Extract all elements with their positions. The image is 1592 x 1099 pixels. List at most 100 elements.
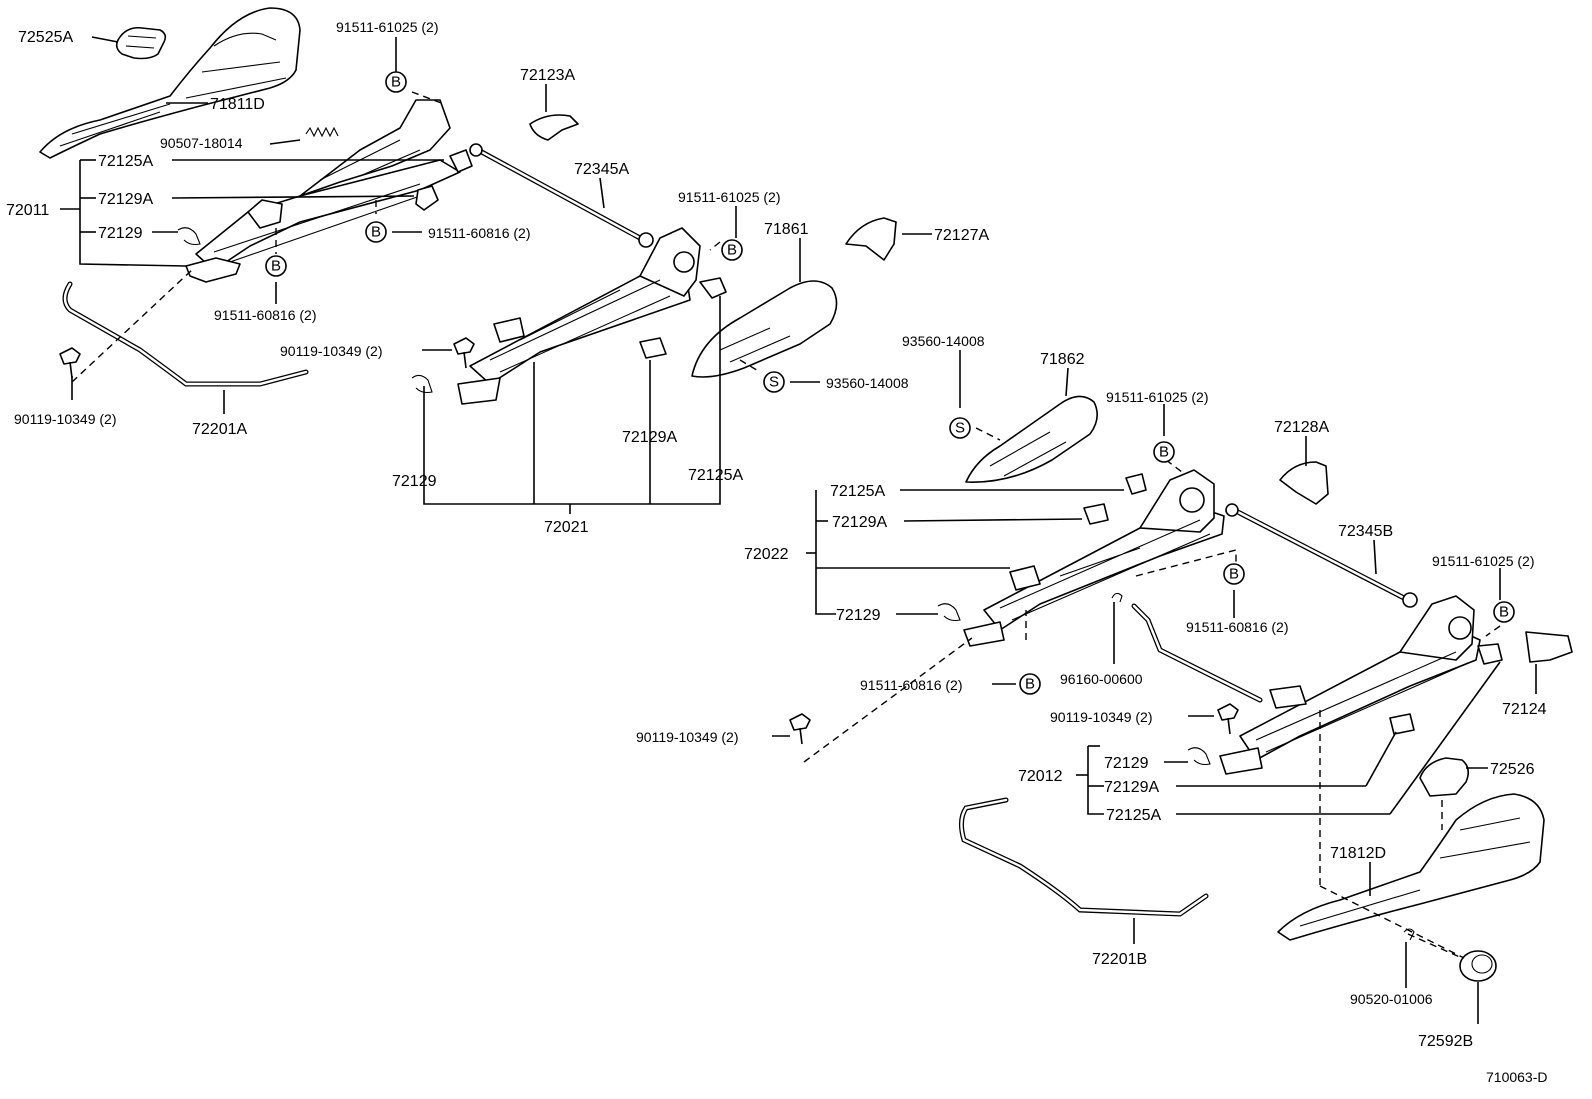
svg-text:B: B — [1499, 604, 1509, 621]
part-72201A-wire-drawing — [62, 281, 309, 387]
label-72123A: 72123A — [520, 67, 575, 84]
part-71811D-cover-drawing — [39, 7, 301, 159]
label-90507-18014: 90507-18014 — [160, 135, 243, 151]
label-72526: 72526 — [1490, 761, 1535, 778]
label-72021: 72021 — [544, 519, 589, 536]
svg-text:S: S — [955, 420, 965, 437]
part-72123A-cover-drawing — [529, 114, 579, 141]
label-96160-00600: 96160-00600 — [1060, 671, 1143, 687]
svg-text:B: B — [727, 242, 737, 259]
label-91511-60816-a: 91511-60816 (2) — [428, 225, 530, 241]
label-72129A-b: 72129A — [622, 429, 677, 446]
label-72124: 72124 — [1502, 701, 1547, 718]
part-72129-clip-left-drawing — [177, 227, 201, 246]
label-91511-61025-c: 91511-61025 (2) — [1106, 389, 1208, 405]
label-71811D: 71811D — [210, 96, 265, 113]
label-90520-01006: 90520-01006 — [1350, 991, 1433, 1007]
svg-text:B: B — [271, 258, 281, 275]
part-71862-cover-drawing — [965, 395, 1098, 483]
part-72526-knob-drawing — [1419, 757, 1470, 797]
bolt-marker-3: B — [265, 255, 287, 277]
bolt-marker-4: B — [721, 239, 743, 261]
part-71861-cover-drawing — [691, 280, 838, 378]
label-72022: 72022 — [744, 546, 789, 563]
part-90507-18014-spring-drawing — [305, 126, 339, 138]
label-91511-60816-b: 91511-60816 (2) — [214, 307, 316, 323]
label-72125A-c: 72125A — [830, 483, 885, 500]
label-90119-10349-c: 90119-10349 (2) — [1050, 709, 1152, 725]
label-72125A-b: 72125A — [688, 467, 743, 484]
label-72345B: 72345B — [1338, 523, 1393, 540]
label-72129-c: 72129 — [836, 607, 881, 624]
label-91511-61025-a: 91511-61025 (2) — [336, 19, 438, 35]
part-72525A-knob-drawing — [115, 26, 167, 60]
label-72129-a: 72129 — [98, 225, 143, 242]
label-72129A-d: 72129A — [1104, 779, 1159, 796]
part-72021-track-drawing — [457, 227, 727, 405]
label-72128A: 72128A — [1274, 419, 1329, 436]
screw-marker-1: S — [763, 371, 785, 393]
bolt-marker-8: B — [1493, 601, 1515, 623]
label-72011: 72011 — [6, 202, 49, 219]
bolt-marker-7: B — [1019, 673, 1041, 695]
part-72345A-rod-drawing — [469, 143, 654, 248]
label-72345A: 72345A — [574, 161, 629, 178]
part-72129-clip-mid-drawing — [411, 374, 433, 394]
label-72525A: 72525A — [18, 29, 73, 46]
part-72012-track-drawing — [1219, 595, 1503, 775]
leader-lines — [60, 36, 1537, 1024]
part-72124-cover-drawing — [1525, 631, 1573, 663]
part-72011-track-drawing — [185, 99, 473, 283]
label-72129-d: 72129 — [1104, 755, 1149, 772]
label-72201A: 72201A — [192, 421, 247, 438]
part-72129-clip-right-upper-drawing — [937, 603, 961, 622]
label-90119-10349-b: 90119-10349 (2) — [14, 411, 116, 427]
label-90119-10349-a: 90119-10349 (2) — [280, 343, 382, 359]
part-72022-track-drawing — [963, 469, 1225, 647]
label-93560-14008-b: 93560-14008 — [826, 375, 909, 391]
label-91511-61025-d: 91511-61025 (2) — [1432, 553, 1534, 569]
part-90119-10349-bolt-right-drawing — [789, 713, 811, 745]
svg-text:B: B — [1025, 676, 1035, 693]
label-72129A-c: 72129A — [832, 514, 887, 531]
label-71862: 71862 — [1040, 351, 1085, 368]
part-90119-10349-bolt-right2-drawing — [1217, 703, 1239, 735]
svg-text:B: B — [371, 224, 381, 241]
label-71812D: 71812D — [1330, 845, 1386, 862]
part-90520-01006-clip-drawing — [1403, 928, 1415, 941]
svg-text:B: B — [1229, 566, 1239, 583]
part-72127A-cover-drawing — [845, 217, 897, 261]
part-72129A-clip-right-lower-drawing — [1389, 713, 1415, 735]
label-71861: 71861 — [764, 221, 809, 238]
screw-marker-2: S — [949, 417, 971, 439]
svg-text:B: B — [391, 74, 401, 91]
part-71812D-cover-drawing — [1277, 793, 1545, 941]
bolt-marker-1: B — [385, 71, 407, 93]
bolt-marker-6: B — [1223, 563, 1245, 585]
bolt-marker-5: B — [1153, 441, 1175, 463]
label-72592B: 72592B — [1418, 1033, 1473, 1050]
label-72012: 72012 — [1018, 768, 1063, 785]
label-72125A-a: 72125A — [98, 153, 153, 170]
part-link-rod-drawing — [1131, 603, 1263, 703]
part-72201B-wire-drawing — [958, 797, 1209, 917]
part-72129-clip-right-lower-drawing — [1187, 747, 1211, 766]
label-91511-60816-d: 91511-60816 (2) — [860, 677, 962, 693]
label-72201B: 72201B — [1092, 951, 1147, 968]
label-91511-60816-c: 91511-60816 (2) — [1186, 619, 1288, 635]
part-90119-10349-bolt-left-drawing — [59, 347, 81, 379]
part-72128A-cover-drawing — [1279, 461, 1329, 505]
label-72129A-a: 72129A — [98, 191, 153, 208]
label-93560-14008-a: 93560-14008 — [902, 333, 985, 349]
part-72592B-knob-drawing — [1459, 950, 1497, 982]
part-90119-10349-bolt-mid-drawing — [453, 337, 475, 369]
part-72129A-clip-mid-drawing — [639, 337, 667, 359]
part-72345B-rod-drawing — [1225, 503, 1418, 608]
svg-text:S: S — [769, 374, 779, 391]
bolt-marker-2: B — [365, 221, 387, 243]
diagram-code: 710063-D — [1486, 1069, 1548, 1085]
svg-text:B: B — [1159, 444, 1169, 461]
label-72125A-d: 72125A — [1106, 807, 1161, 824]
label-91511-61025-b: 91511-61025 (2) — [678, 189, 780, 205]
